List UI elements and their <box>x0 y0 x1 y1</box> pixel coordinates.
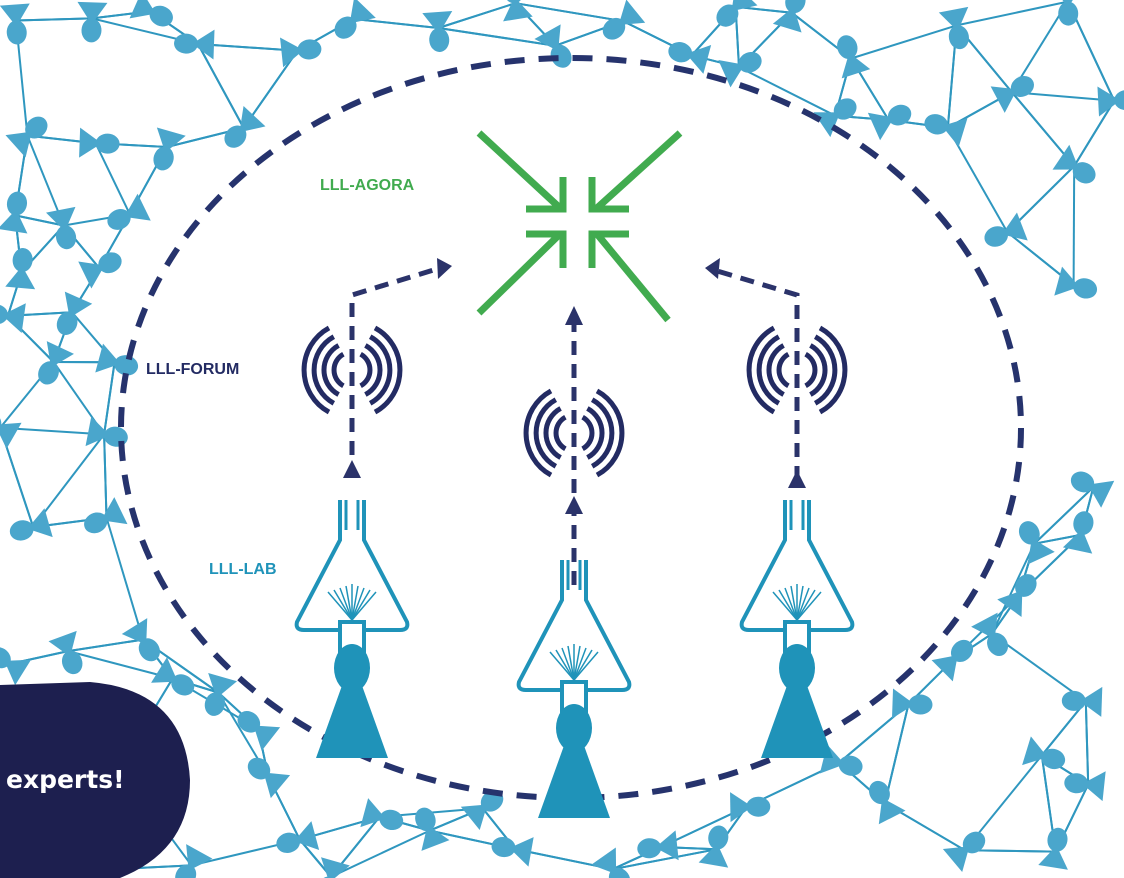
person-icon <box>316 644 388 758</box>
flask-icon <box>519 560 630 818</box>
arrow-heads <box>343 258 806 514</box>
person-icon <box>761 644 833 758</box>
agora-label: LLL-AGORA <box>320 177 415 194</box>
person-icon <box>538 704 610 818</box>
converging-arrows-icon <box>479 133 680 320</box>
lab-icons <box>297 500 853 818</box>
flask-icon <box>297 500 408 758</box>
lab-label: LLL-LAB <box>209 561 277 578</box>
bubble-text: experts! <box>6 765 125 794</box>
flask-icon <box>742 500 853 758</box>
forum-label: LLL-FORUM <box>146 361 239 378</box>
